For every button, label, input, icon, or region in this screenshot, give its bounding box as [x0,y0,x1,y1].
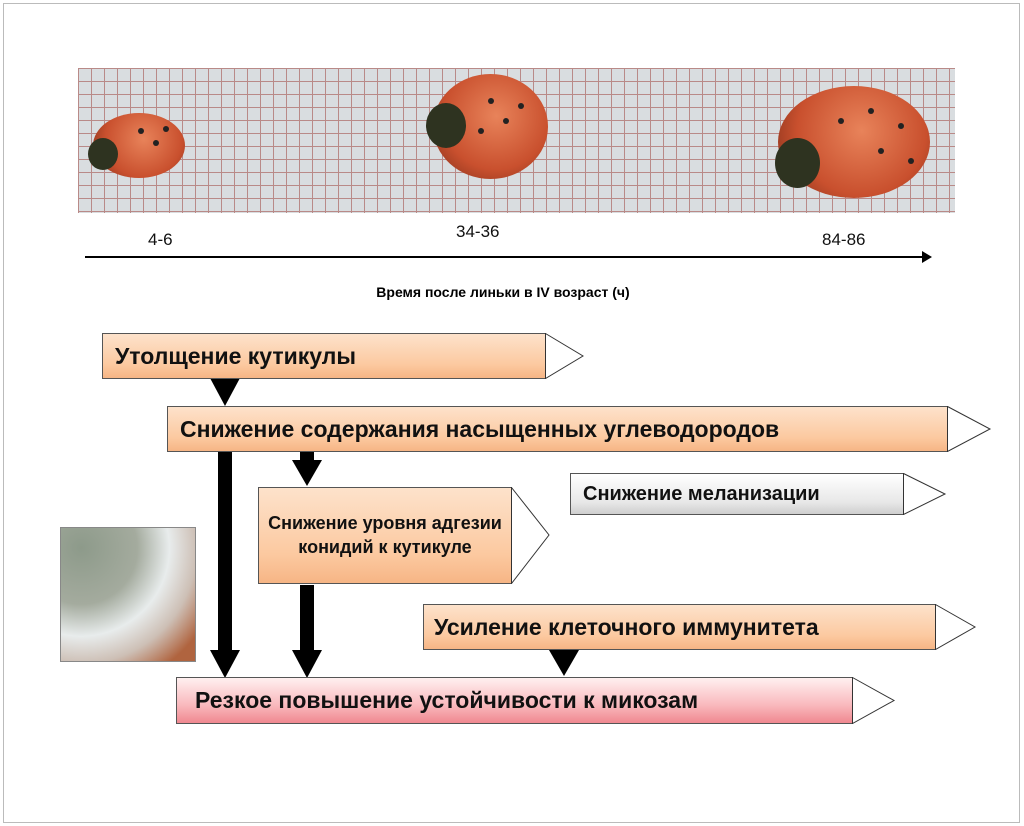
larva-head [88,138,118,170]
box-cuticle-arrowhead [545,333,584,379]
box-resistance: Резкое повышение устойчивости к микозам [176,677,853,724]
arrowhead [292,650,322,678]
box-melanization: Снижение меланизации [570,473,904,515]
time-label-84-86: 84-86 [822,230,866,249]
slide-frame [3,3,1020,823]
time-axis [85,256,925,258]
fungal-culture-photo [60,527,196,662]
box-resistance-arrowhead [852,677,896,724]
box-melanization-arrowhead [903,473,947,515]
box-cuticle-thickening: Утолщение кутикулы [102,333,546,379]
larvae-photo [78,68,955,213]
box-immunity-arrowhead [935,604,977,650]
time-label-34-36: 34-36 [456,222,500,241]
arrow-stem [300,452,314,460]
arrow-cuticle-to-hydrocarbons [210,378,240,406]
larva-head [426,103,466,148]
box-hydrocarbons: Снижение содержания насыщенных углеводор… [167,406,948,452]
box-adhesion-arrowhead [511,487,550,584]
box-hydrocarbons-arrowhead [947,406,992,452]
time-axis-label: Время после линьки в IV возраст (ч) [376,284,630,300]
time-axis-arrowhead [922,251,932,263]
box-adhesion: Снижение уровня адгезии конидий к кутику… [258,487,512,584]
arrow-adhesion-to-resistance [300,585,314,652]
arrow-hydrocarbons-to-resistance [218,452,232,652]
arrow-hydrocarbons-to-adhesion [292,460,322,486]
larva-head [775,138,820,188]
box-immunity: Усиление клеточного иммунитета [423,604,936,650]
arrowhead [210,650,240,678]
time-label-4-6: 4-6 [148,230,173,249]
arrow-immunity-to-resistance [549,650,579,676]
